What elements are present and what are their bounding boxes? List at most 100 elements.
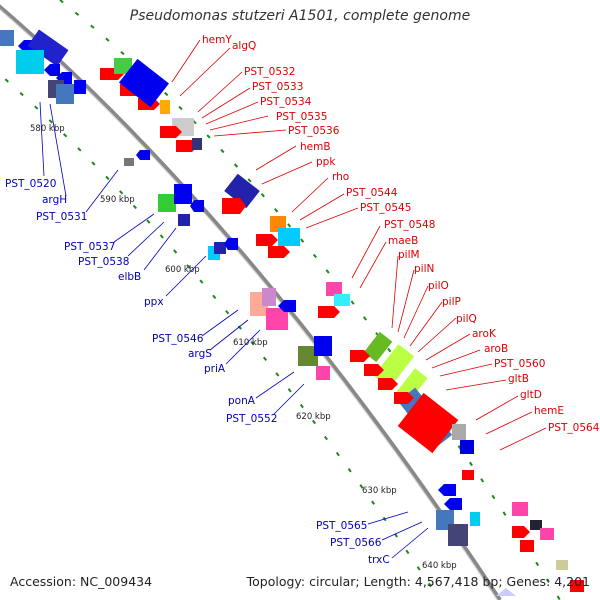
gene-arrow: [256, 234, 278, 246]
gene-label: PST_0535: [276, 111, 327, 123]
genome-backbone: [0, 4, 502, 600]
gene-block: [124, 158, 134, 166]
gene-label: ponA: [228, 395, 256, 407]
gene-block: [214, 242, 226, 254]
gene-block: [460, 440, 474, 454]
gene-block: [334, 294, 350, 306]
gene-block: [452, 424, 466, 440]
gene-block: [174, 184, 192, 204]
gene-label: PST_0544: [346, 187, 398, 199]
gene-label: PST_0537: [64, 241, 115, 253]
gene-label: PST_0564: [548, 422, 600, 434]
gene-block: [397, 392, 459, 454]
gene-label: elbB: [118, 271, 141, 283]
gene-block: [0, 30, 14, 46]
inner-tick-track: [0, 73, 441, 600]
genome-backbone-highlight: [0, 8, 499, 600]
map-title: Pseudomonas stutzeri A1501, complete gen…: [129, 8, 471, 24]
gene-label: argH: [42, 194, 67, 206]
gene-block: [556, 560, 568, 570]
gene-arrow: [222, 198, 246, 214]
gene-label: hemY: [202, 34, 232, 46]
gene-label: aroK: [472, 328, 497, 340]
gene-arrow: [378, 378, 398, 390]
gene-label: pilO: [428, 280, 449, 292]
gene-arrow: [496, 588, 516, 596]
gene-label: PST_0548: [384, 219, 435, 231]
gene-arrow: [190, 200, 204, 212]
gene-arrow: [512, 526, 530, 538]
gene-block: [74, 80, 86, 94]
topology-text: Topology: circular; Length: 4,567,418 bp…: [246, 574, 590, 589]
gene-label: PST_0538: [78, 256, 129, 268]
kbp-label: 600 kbp: [165, 265, 200, 275]
gene-label: PST_0545: [360, 202, 411, 214]
gene-block: [570, 580, 584, 592]
gene-block: [160, 100, 170, 114]
gene-block: [266, 308, 288, 330]
gene-block: [520, 540, 534, 552]
kbp-label: 620 kbp: [296, 412, 331, 422]
gene-label: PST_0560: [494, 358, 545, 370]
gene-label: gltD: [520, 389, 542, 401]
gene-arrow: [394, 392, 414, 404]
kbp-label: 630 kbp: [362, 486, 397, 496]
gene-label: hemE: [534, 405, 564, 417]
gene-arrow: [44, 64, 60, 76]
genes-forward-strand: [100, 58, 584, 592]
gene-block: [373, 344, 415, 388]
gene-block: [224, 173, 260, 209]
gene-block: [158, 194, 176, 212]
gene-label: PST_0533: [252, 81, 303, 93]
gene-label: pilP: [442, 296, 461, 308]
gene-label: maeB: [388, 235, 418, 247]
gene-arrow: [278, 300, 296, 312]
inner-tick-line: [0, 73, 441, 600]
kbp-label: 640 kbp: [422, 561, 457, 571]
gene-block: [470, 512, 480, 526]
gene-arrow: [462, 470, 474, 480]
gene-block: [363, 331, 393, 363]
gene-arrow: [444, 498, 462, 510]
gene-label: PST_0565: [316, 520, 367, 532]
gene-label: pilM: [398, 249, 420, 261]
gene-block: [27, 29, 69, 67]
gene-label: PST_0552: [226, 413, 277, 425]
gene-block: [16, 50, 44, 74]
gene-label: priA: [204, 363, 226, 375]
gene-block: [540, 528, 554, 540]
gene-arrow: [136, 150, 150, 160]
gene-label: PST_0566: [330, 537, 382, 549]
gene-arrow: [268, 246, 290, 258]
gene-label: pilQ: [456, 313, 477, 325]
gene-block: [56, 84, 74, 104]
gene-label: trxC: [368, 554, 390, 566]
gene-block: [278, 228, 300, 246]
gene-label: PST_0536: [288, 125, 340, 137]
gene-block: [262, 288, 276, 306]
gene-block: [448, 524, 468, 546]
gene-block: [114, 58, 132, 74]
gene-arrow: [438, 484, 456, 496]
genes-reverse-strand: [0, 29, 480, 546]
gene-block: [192, 138, 202, 150]
gene-block: [326, 282, 342, 296]
gene-label: PST_0532: [244, 66, 295, 78]
gene-block: [316, 366, 330, 380]
gene-arrow: [350, 350, 370, 362]
gene-label: PST_0531: [36, 211, 87, 223]
gene-label: gltB: [508, 373, 529, 385]
gene-block: [314, 336, 332, 356]
gene-label: PST_0546: [152, 333, 204, 345]
gene-label: pilN: [414, 263, 434, 275]
gene-block: [530, 520, 542, 530]
labels-right: hemY algQ PST_0532 PST_0533 PST_0534 PST…: [171, 34, 600, 451]
kbp-label: 610 kbp: [233, 338, 268, 348]
gene-label: rho: [332, 171, 349, 183]
accession-text: Accession: NC_009434: [10, 574, 153, 589]
gene-label: ppk: [316, 156, 336, 168]
gene-label: PST_0534: [260, 96, 312, 108]
gene-label: ppx: [144, 296, 164, 308]
gene-label: argS: [188, 348, 212, 360]
